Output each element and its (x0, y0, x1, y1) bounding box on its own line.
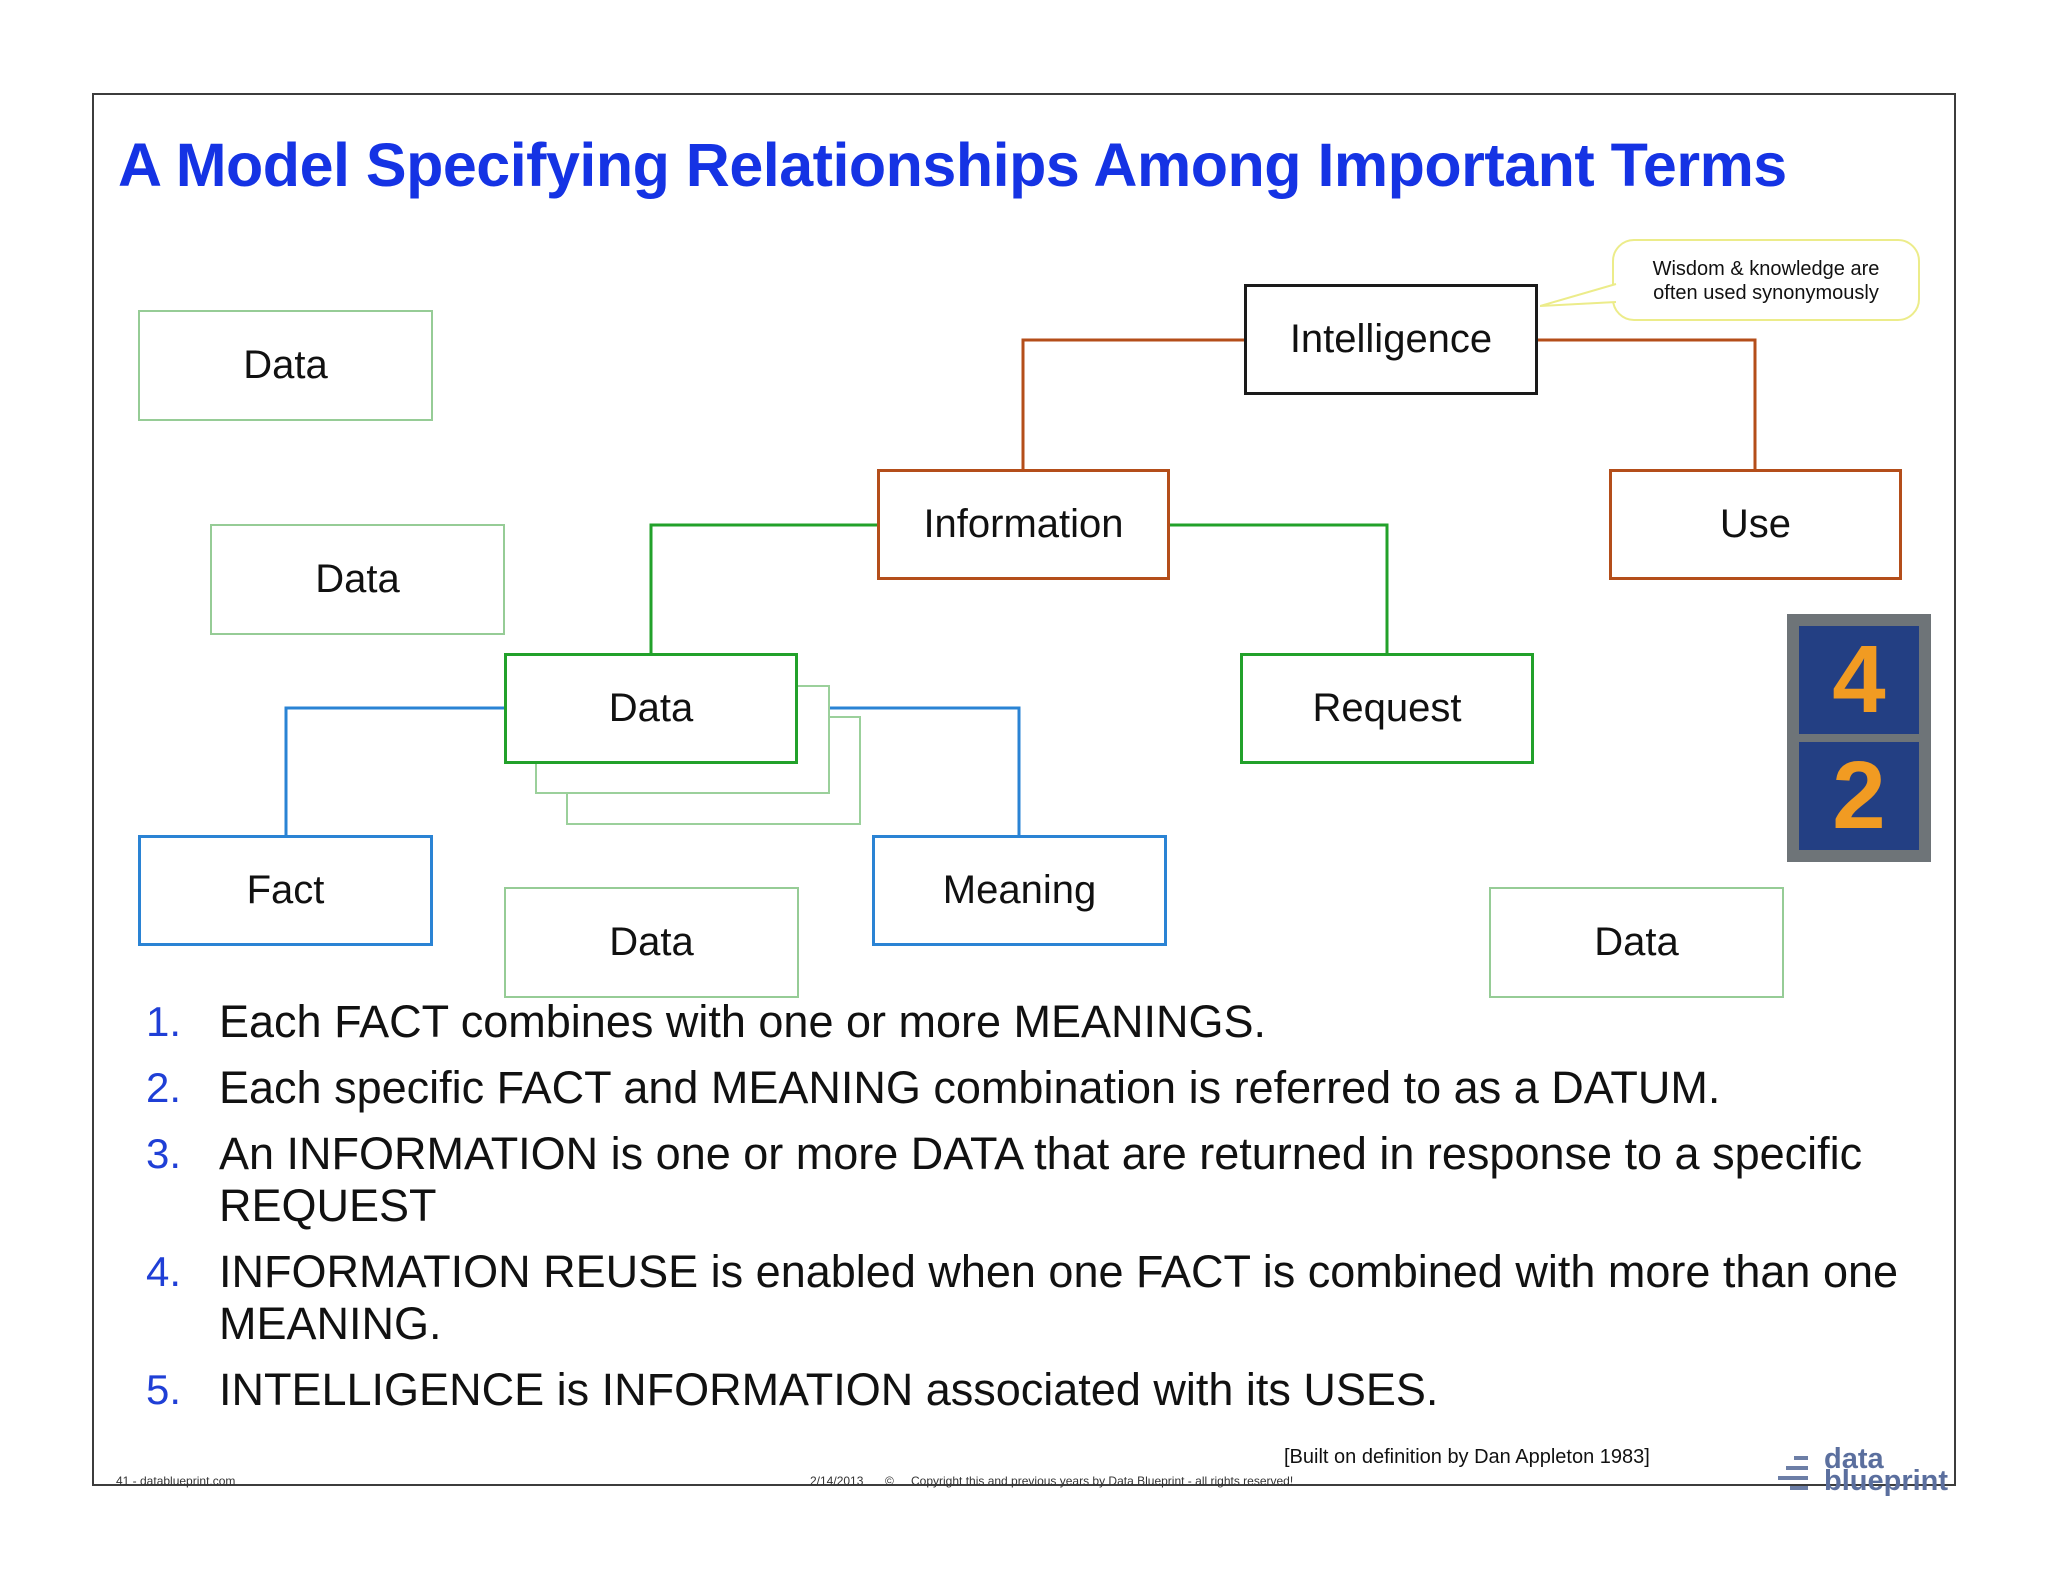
definition-number: 5. (146, 1366, 182, 1413)
source-note: [Built on definition by Dan Appleton 198… (1284, 1446, 1650, 1468)
tile-digit: 4 (1799, 626, 1919, 734)
callout-line: Wisdom & knowledge are (1652, 258, 1880, 280)
definition-number: 4. (146, 1248, 182, 1295)
definition-item: 1. Each FACT combines with one or more ME… (146, 996, 1906, 1048)
callout-pointer (1540, 283, 1617, 307)
logo-text: blueprint (1824, 1465, 1949, 1497)
footer-copyright-symbol: © (885, 1474, 894, 1488)
data-box-ghost: Data (1489, 887, 1784, 998)
definition-text: INTELLIGENCE is INFORMATION associated w… (219, 1364, 1439, 1415)
footer-date: 2/14/2013 (810, 1474, 864, 1488)
footer-copyright: Copyright this and previous years by Dat… (911, 1474, 1294, 1488)
node-data: Data (504, 653, 798, 764)
definition-list: 1. Each FACT combines with one or more ME… (146, 996, 1906, 1430)
data-blueprint-logo: data blueprint (1776, 1443, 1962, 1498)
definition-item: 2. Each specific FACT and MEANING combina… (146, 1062, 1906, 1114)
node-information: Information (877, 469, 1170, 580)
node-intelligence: Intelligence (1244, 284, 1538, 395)
number-42-image: 4 2 (1787, 614, 1931, 862)
definition-text: Each FACT combines with one or more MEAN… (219, 996, 1267, 1047)
logo-text: data (1824, 1443, 1884, 1475)
definition-number: 2. (146, 1064, 182, 1111)
footer-page-site: 41 - datablueprint.com (116, 1474, 236, 1488)
definition-item: 5. INTELLIGENCE is INFORMATION associated… (146, 1364, 1906, 1416)
data-box-ghost: Data (504, 887, 799, 998)
definition-item: 4. INFORMATION REUSE is enabled when one … (146, 1246, 1906, 1350)
definition-item: 3. An INFORMATION is one or more DATA tha… (146, 1128, 1906, 1232)
callout-line: often used synonymously (1653, 282, 1879, 304)
node-meaning: Meaning (872, 835, 1167, 946)
callout-bubble: Wisdom & knowledge are often used synony… (1612, 239, 1920, 321)
definition-text: Each specific FACT and MEANING combinati… (219, 1062, 1721, 1113)
definition-number: 1. (146, 998, 182, 1045)
data-box-ghost: Data (138, 310, 433, 421)
tile-digit: 2 (1799, 742, 1919, 850)
data-box-ghost: Data (210, 524, 505, 635)
node-use: Use (1609, 469, 1902, 580)
definition-text: An INFORMATION is one or more DATA that … (219, 1128, 1863, 1231)
slide-title: A Model Specifying Relationships Among I… (118, 131, 1787, 199)
definition-text: INFORMATION REUSE is enabled when one FA… (219, 1246, 1899, 1349)
definition-number: 3. (146, 1130, 182, 1177)
node-fact: Fact (138, 835, 433, 946)
node-request: Request (1240, 653, 1534, 764)
